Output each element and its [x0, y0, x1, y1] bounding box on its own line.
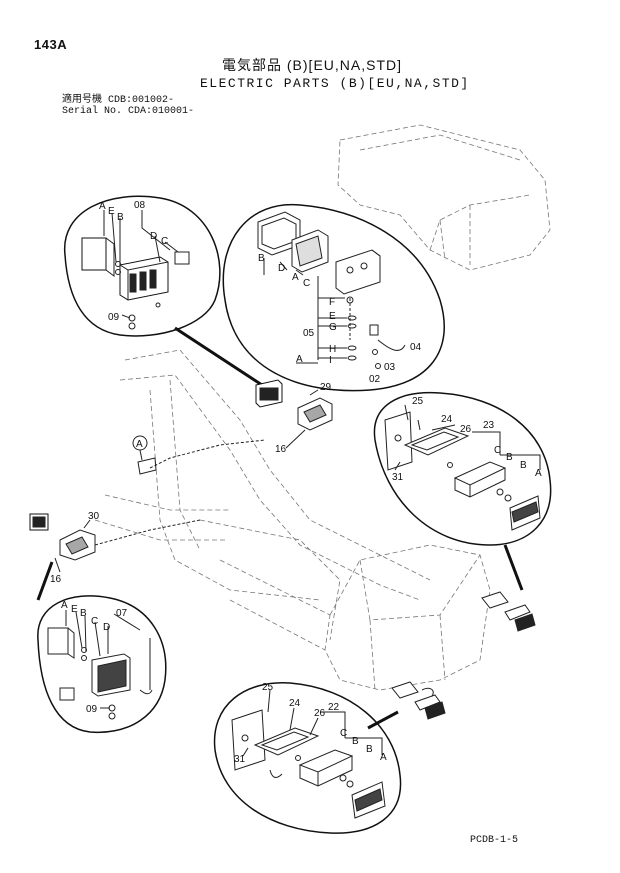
callout-09: 09	[108, 312, 120, 323]
rear-lamp-right	[481, 591, 536, 632]
callout-24: 24	[289, 698, 301, 709]
figure-code: PCDB-1-5	[470, 835, 519, 846]
letter-a: A	[292, 272, 299, 283]
pointer-line	[174, 326, 263, 387]
letter-h: H	[329, 344, 336, 355]
serial-range-jp: 適用号機 CDB:001002-	[62, 95, 175, 106]
letter-a: A	[99, 201, 106, 212]
work-light-assembly-center: 29 16 A	[132, 379, 333, 475]
callout-08: 08	[134, 200, 146, 211]
letter-c: C	[494, 445, 501, 456]
rear-lamp-left	[391, 681, 446, 720]
detail-bubble-work-light-left: A E B D C 08 09	[64, 195, 221, 337]
letter-a: A	[380, 752, 387, 763]
callout-26: 26	[314, 708, 326, 719]
letter-b: B	[258, 253, 265, 264]
letter-i: I	[329, 355, 332, 366]
letter-d: D	[278, 263, 285, 274]
callout-02: 02	[369, 374, 381, 385]
title-english: ELECTRIC PARTS (B)[EU,NA,STD]	[200, 76, 470, 91]
letter-a: A	[535, 468, 542, 479]
callout-03: 03	[384, 362, 396, 373]
letter-b: B	[506, 452, 513, 463]
letter-f: F	[329, 297, 335, 308]
letter-b: B	[366, 744, 373, 755]
pointer-line	[36, 561, 54, 601]
title-japanese: 電気部品 (B)[EU,NA,STD]	[222, 57, 403, 73]
letter-a: A	[296, 354, 303, 365]
detail-bubble-work-light-bottom-left: A E B C D 07 09	[37, 595, 167, 734]
letter-c: C	[340, 728, 347, 739]
letter-e: E	[108, 206, 115, 217]
callout-22: 22	[328, 702, 340, 713]
page-number: 143A	[34, 37, 68, 52]
serial-range-en: Serial No. CDA:010001-	[62, 106, 195, 117]
letter-e: E	[329, 311, 336, 322]
detail-bubble-work-light-right: B D A C F E G H I A 05 04 03 02	[222, 203, 445, 392]
letter-e: E	[71, 604, 78, 615]
letter-c: C	[91, 616, 98, 627]
letter-g: G	[329, 322, 337, 333]
callout-05: 05	[303, 328, 315, 339]
callout-16: 16	[275, 444, 287, 455]
letter-b: B	[80, 608, 87, 619]
callout-26: 26	[460, 424, 472, 435]
letter-c: C	[303, 278, 310, 289]
machine-outline	[94, 124, 551, 691]
callout-23: 23	[483, 420, 495, 431]
detail-bubble-rear-lamp-lower: 25 24 26 22 31 C B B A	[213, 682, 402, 834]
callout-29: 29	[320, 382, 332, 393]
callout-31: 31	[234, 754, 246, 765]
letter-b: B	[117, 212, 124, 223]
letter-a: A	[61, 600, 68, 611]
work-light-assembly-left: 30 16	[29, 511, 201, 585]
letter-d: D	[150, 231, 157, 242]
callout-30: 30	[88, 511, 100, 522]
letter-c: C	[161, 236, 168, 247]
circle-ref-a: A	[136, 439, 143, 450]
pointer-line	[503, 544, 524, 591]
letter-d: D	[103, 622, 110, 633]
callout-24: 24	[441, 414, 453, 425]
detail-bubble-rear-lamp-upper: 25 24 26 23 31 C B B A	[373, 391, 552, 546]
pointer-line	[367, 710, 399, 730]
callout-16: 16	[50, 574, 62, 585]
letter-b: B	[520, 460, 527, 471]
callout-25: 25	[412, 396, 424, 407]
letter-b: B	[352, 736, 359, 747]
callout-07: 07	[116, 608, 128, 619]
callout-25: 25	[262, 682, 274, 693]
callout-31: 31	[392, 472, 404, 483]
callout-09: 09	[86, 704, 98, 715]
callout-04: 04	[410, 342, 422, 353]
